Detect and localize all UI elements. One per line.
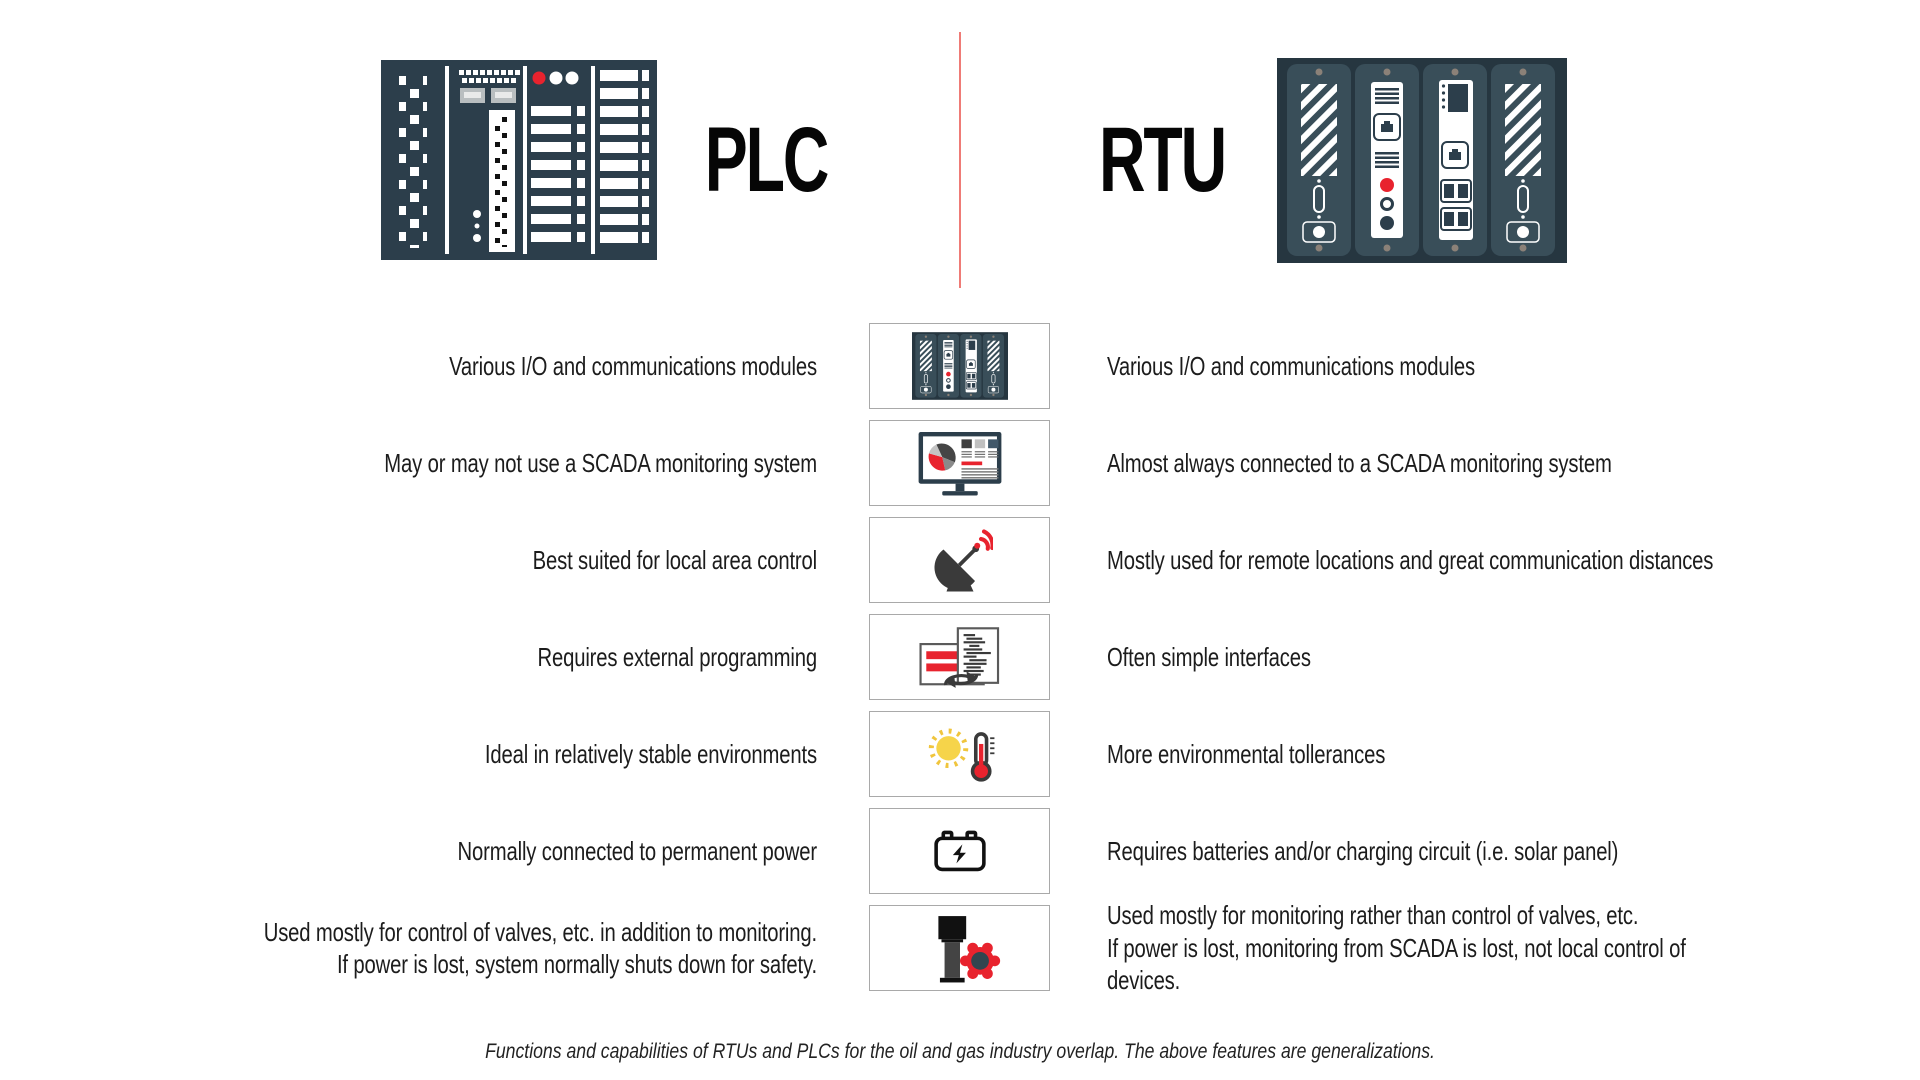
rtu-feature-text: Requires batteries and/or charging circu… — [1107, 835, 1619, 866]
plc-feature-text: Used mostly for control of valves, etc. … — [263, 916, 817, 980]
icon-box — [869, 614, 1050, 700]
scada-monitor-icon — [918, 431, 1001, 496]
valve-icon — [937, 915, 1000, 982]
plc-feature-text: Requires external programming — [537, 641, 817, 672]
rtu-feature-text: Various I/O and communications modules — [1107, 350, 1475, 381]
battery-icon — [933, 830, 986, 871]
comparison-row: Normally connected to permanent power Re… — [0, 808, 1920, 894]
rtu-feature-text: Often simple interfaces — [1107, 641, 1311, 672]
comparison-row: Various I/O and communications modules V… — [0, 323, 1920, 409]
plc-title: PLC — [704, 108, 830, 211]
rtu-feature-text: Mostly used for remote locations and gre… — [1107, 544, 1714, 575]
rtu-device-illustration — [1277, 58, 1567, 263]
plc-feature-text: Normally connected to permanent power — [457, 835, 818, 866]
icon-box — [869, 808, 1050, 894]
plc-feature-text: Various I/O and communications modules — [449, 350, 817, 381]
rtu-feature-text: Almost always connected to a SCADA monit… — [1107, 447, 1612, 478]
icon-box — [869, 420, 1050, 506]
comparison-row: Requires external programming — [0, 614, 1920, 700]
icon-box — [869, 517, 1050, 603]
header: PLC RTU — [0, 0, 1920, 323]
icon-box — [869, 905, 1050, 991]
rtu-feature-text: More environmental tollerances — [1107, 738, 1386, 769]
plc-feature-text: Ideal in relatively stable environments — [484, 738, 817, 769]
satellite-dish-icon — [934, 529, 993, 592]
sun-thermometer-icon — [928, 728, 994, 782]
footnote: Functions and capabilities of RTUs and P… — [485, 1040, 1435, 1063]
icon-box — [869, 711, 1050, 797]
rtu-title: RTU — [1098, 108, 1227, 211]
comparison-row: May or may not use a SCADA monitoring sy… — [0, 420, 1920, 506]
rtu-modules-icon — [912, 332, 1008, 400]
comparison-rows: Various I/O and communications modules V… — [0, 323, 1920, 1002]
comparison-row: Used mostly for control of valves, etc. … — [0, 900, 1920, 995]
comparison-row: Best suited for local area control Mostl… — [0, 517, 1920, 603]
plc-feature-text: May or may not use a SCADA monitoring sy… — [384, 447, 817, 478]
icon-box — [869, 323, 1050, 409]
plc-feature-text: Best suited for local area control — [532, 544, 818, 575]
rtu-feature-text: Used mostly for monitoring rather than c… — [1107, 900, 1686, 996]
plc-device-illustration — [381, 60, 657, 260]
comparison-row: Ideal in relatively stable environments … — [0, 711, 1920, 797]
programming-docs-icon — [918, 627, 999, 688]
vertical-divider — [959, 32, 961, 288]
